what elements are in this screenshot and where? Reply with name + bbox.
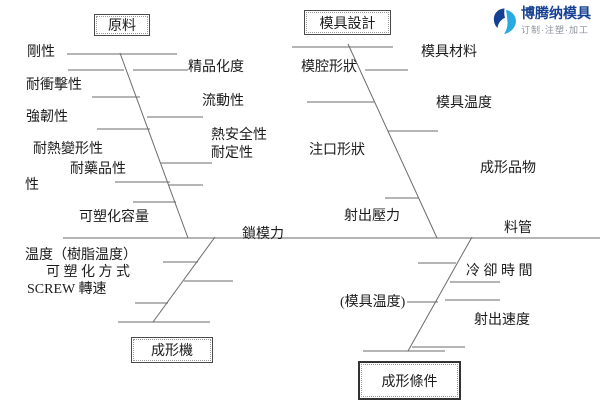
factor-mold-temperature-paren: (模具温度)	[340, 295, 406, 310]
category-box-mold-design: 模具設計	[304, 10, 391, 35]
category-label-molding-conditions: 成形條件	[381, 374, 438, 390]
factor-stability: 耐定性	[211, 146, 253, 161]
category-label-raw-material: 原料	[108, 19, 136, 34]
factor-cavity-shape: 模腔形狀	[301, 60, 357, 75]
spine-label-barrel: 料管	[504, 221, 532, 236]
spine-label-clamping-force: 鎖模力	[242, 227, 284, 242]
logo-subtitle: 订制·注塑·加工	[521, 25, 589, 35]
category-box-molding-conditions: 成形條件	[358, 361, 461, 400]
category-box-molding-machine: 成形機	[131, 337, 213, 363]
company-logo: 博腾纳模具 订制·注塑·加工	[492, 6, 591, 36]
factor-sei-fragment: 性	[25, 178, 39, 193]
factor-refinement-degree: 精品化度	[188, 60, 244, 75]
factor-cooling-time: 冷 卻 時 間	[466, 264, 533, 279]
factor-toughness: 強韌性	[26, 110, 68, 125]
factor-impact-resistance: 耐衝擊性	[26, 78, 82, 93]
factor-resin-temperature: 温度（樹脂温度）	[25, 248, 137, 263]
factor-molded-product: 成形品物	[480, 161, 536, 176]
factor-mold-material: 模具材料	[421, 45, 477, 60]
factor-thermal-safety: 熱安全性	[211, 128, 267, 143]
factor-plasticizing-capacity: 可塑化容量	[79, 210, 149, 225]
category-label-mold-design: 模具設計	[319, 16, 376, 32]
factor-injection-speed: 射出速度	[474, 313, 530, 328]
factor-injection-pressure: 射出壓力	[344, 209, 400, 224]
logo-swirl-icon	[493, 8, 516, 34]
logo-title: 博腾纳模具	[521, 5, 591, 21]
category-label-molding-machine: 成形機	[151, 344, 193, 359]
factor-rigidity: 剛性	[27, 45, 55, 60]
category-box-raw-material: 原料	[94, 14, 150, 36]
factor-gate-shape: 注口形狀	[309, 143, 365, 158]
factor-heat-deformation: 耐熱變形性	[33, 142, 103, 157]
factor-screw-speed: SCREW 轉速	[27, 282, 107, 297]
factor-flowability: 流動性	[202, 94, 244, 109]
logo-text: 博腾纳模具 订制·注塑·加工	[521, 6, 591, 36]
factor-plasticizing-method: 可 塑 化 方 式	[46, 265, 130, 280]
factor-chemical-resistance: 耐藥品性	[70, 162, 126, 177]
factor-mold-temperature: 模具温度	[436, 96, 492, 111]
